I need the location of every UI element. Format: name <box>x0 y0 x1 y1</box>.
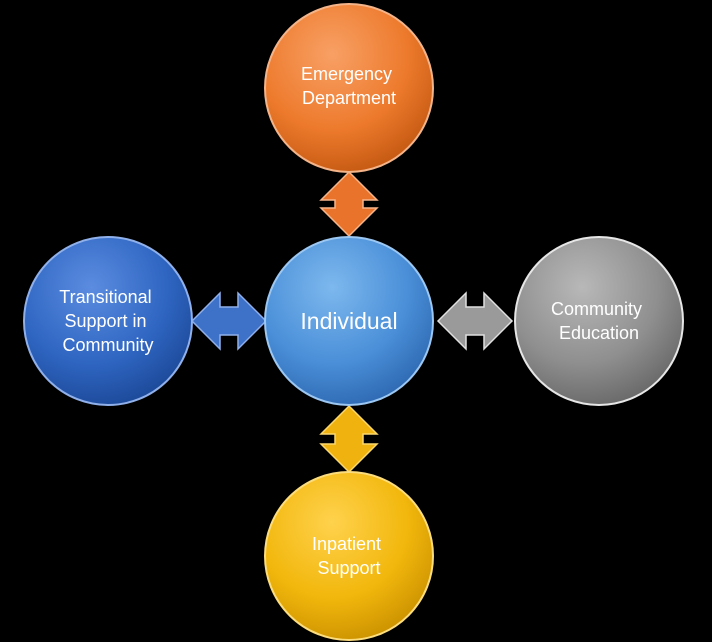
arrow-individual-education <box>436 291 514 351</box>
arrow-emergency-individual <box>319 170 379 238</box>
emergency-department-label: Emergency Department <box>301 64 397 108</box>
transitional-support-label: Transitional Support in Community <box>59 287 156 355</box>
arrow-individual-inpatient <box>319 404 379 474</box>
node-emergency-department: Emergency Department <box>264 3 434 173</box>
individual-label: Individual <box>300 308 397 334</box>
node-transitional-support: Transitional Support in Community <box>23 236 193 406</box>
node-community-education: Community Education <box>514 236 684 406</box>
arrow-transitional-individual <box>190 291 268 351</box>
community-education-label: Community Education <box>551 299 647 343</box>
inpatient-support-label: Inpatient Support <box>312 534 386 578</box>
node-individual: Individual <box>264 236 434 406</box>
node-inpatient-support: Inpatient Support <box>264 471 434 641</box>
